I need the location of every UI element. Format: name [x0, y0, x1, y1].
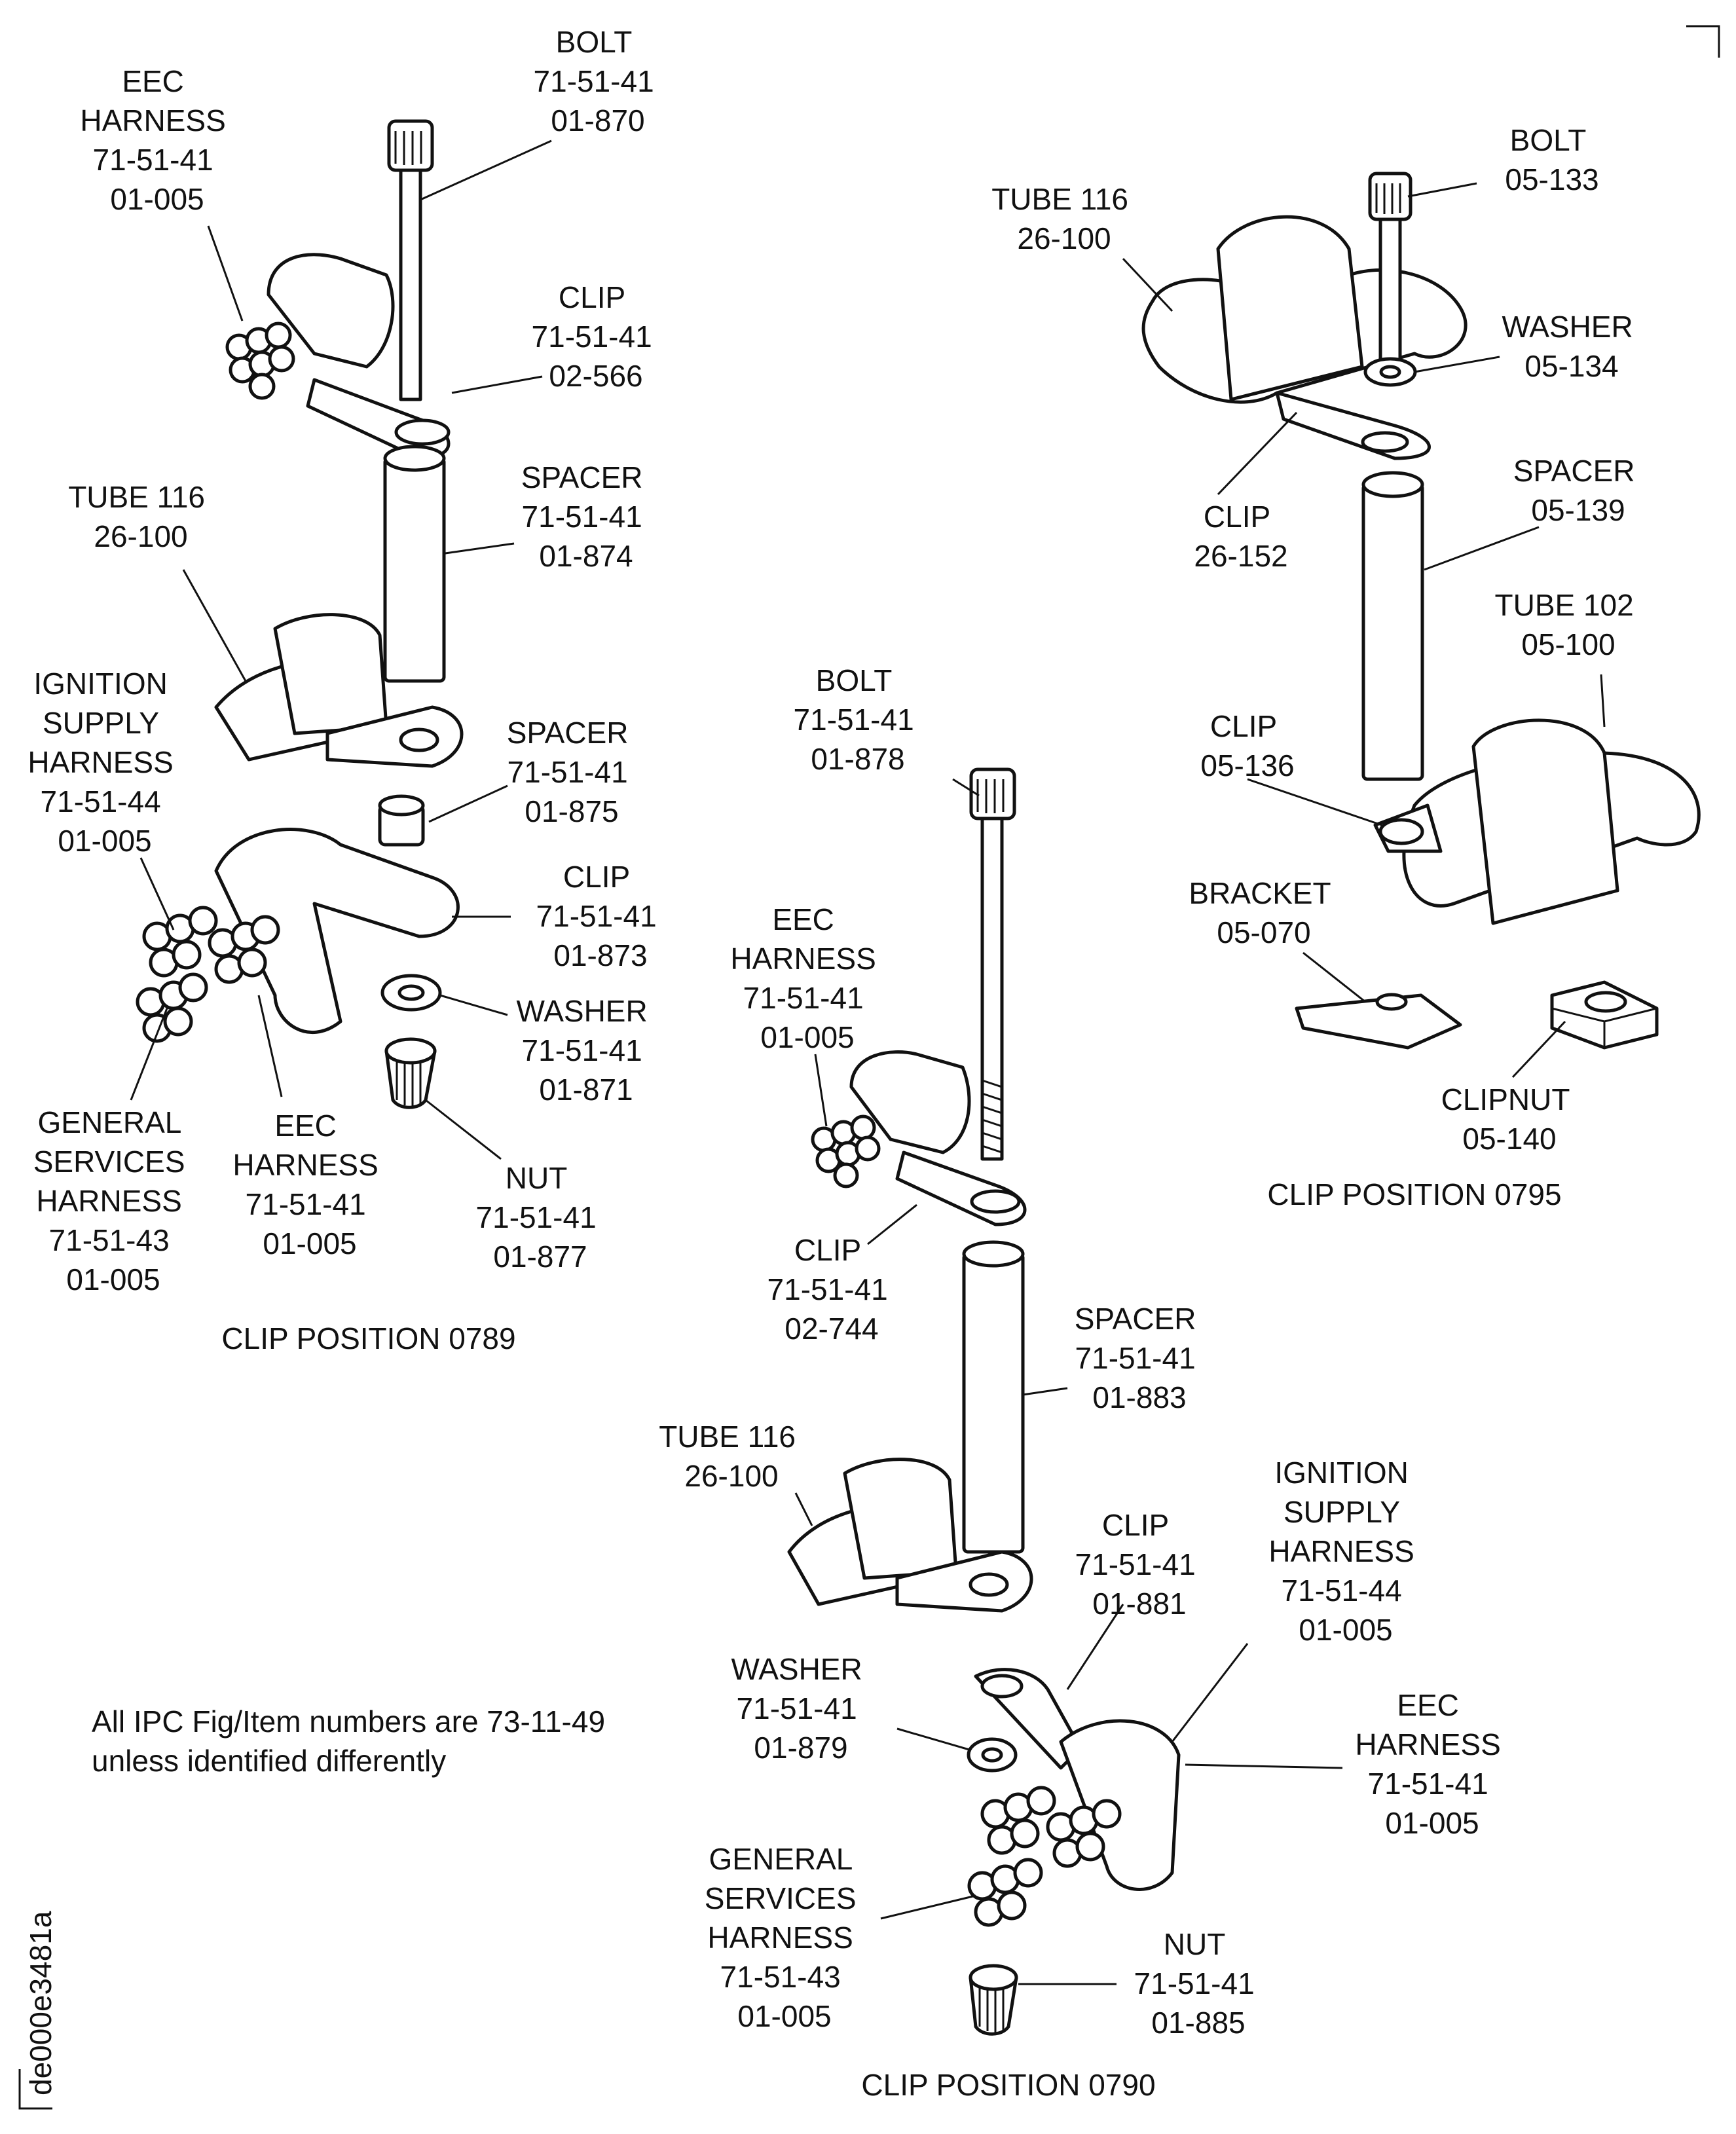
label-spacer-883: SPACER 71-51-41 01-883	[1075, 1302, 1205, 1414]
label-tube-116-0795: TUBE 116 26-100	[991, 182, 1137, 255]
washer-part	[1363, 357, 1417, 387]
caption-0789: CLIP POSITION 0789	[221, 1321, 515, 1355]
nut-part	[969, 1964, 1018, 2036]
washer-part	[967, 1737, 1018, 1773]
label-clip-152: CLIP 26-152	[1194, 500, 1287, 573]
label-clip-136: CLIP 05-136	[1200, 709, 1294, 782]
caption-0790: CLIP POSITION 0790	[861, 2068, 1155, 2102]
leaders-0795	[1122, 182, 1606, 1078]
corner-mark-bottom-left	[18, 2069, 52, 2110]
harness-bundle-clip-part	[136, 828, 460, 1043]
label-eec-harness-top: EEC HARNESS 71-51-41 01-005	[80, 64, 234, 216]
label-spacer-874: SPACER 71-51-41 01-874	[521, 460, 652, 573]
label-clip-881: CLIP 71-51-41 01-881	[1075, 1508, 1204, 1621]
label-bolt-870: BOLT 71-51-41 01-870	[534, 25, 663, 138]
label-eec-harness-bottom-0789: EEC HARNESS 71-51-41 01-005	[232, 1109, 386, 1260]
label-eec-harness-0790: EEC HARNESS 71-51-41 01-005	[730, 902, 884, 1054]
label-clipnut-140: CLIPNUT 05-140	[1441, 1082, 1578, 1156]
drawing-id: de000e3481a	[24, 1911, 58, 2095]
label-tube-116-0789: TUBE 116 26-100	[68, 480, 213, 553]
label-tube-116-0790: TUBE 116 26-100	[659, 1420, 804, 1493]
tube-clip-part	[1141, 215, 1468, 460]
assembly-0790	[787, 767, 1343, 2036]
spacer-part	[1361, 483, 1424, 781]
spacer-part	[962, 1252, 1025, 1554]
leaders-0790	[794, 778, 1343, 1985]
label-bracket-070: BRACKET 05-070	[1189, 876, 1339, 949]
label-ignition-harness-0790: IGNITION SUPPLY HARNESS 71-51-44 01-005	[1268, 1456, 1422, 1647]
bolt-part	[969, 767, 1016, 1161]
small-spacer-part	[378, 794, 425, 847]
label-bolt-878: BOLT 71-51-41 01-878	[794, 663, 923, 776]
tube-clip-part	[214, 613, 464, 768]
label-spacer-875: SPACER 71-51-41 01-875	[507, 716, 637, 828]
assembly-0795	[1122, 172, 1701, 1078]
label-washer-871: WASHER 71-51-41 01-871	[517, 994, 656, 1107]
label-ignition-harness-0789: IGNITION SUPPLY HARNESS 71-51-44 01-005	[28, 667, 181, 858]
assembly-0789	[130, 119, 552, 1160]
general-note: All IPC Fig/Item numbers are 73-11-49 un…	[92, 1704, 614, 1778]
corner-mark-top-right	[1686, 25, 1720, 58]
label-clip-873: CLIP 71-51-41 01-873	[536, 860, 665, 972]
tube-clip-part	[787, 1458, 1033, 1613]
label-general-harness-0790: GENERAL SERVICES HARNESS 71-51-43 01-005	[705, 1842, 865, 2033]
label-tube-102: TUBE 102 05-100	[1495, 588, 1642, 661]
label-spacer-139: SPACER 05-139	[1513, 454, 1644, 527]
label-nut-885: NUT 71-51-41 01-885	[1134, 1927, 1263, 2040]
caption-0795: CLIP POSITION 0795	[1267, 1177, 1561, 1211]
labels-layer: BOLT 71-51-41 01-870 EEC HARNESS 71-51-4…	[24, 25, 1644, 2102]
clipnut-part	[1550, 980, 1659, 1050]
eec-harness-clip-part	[811, 1050, 1027, 1226]
bolt-part	[387, 119, 434, 401]
leaders-0789	[130, 139, 552, 1160]
washer-part	[380, 974, 442, 1012]
spacer-part	[383, 456, 446, 683]
label-washer-134: WASHER 05-134	[1502, 310, 1642, 383]
label-nut-877: NUT 71-51-41 01-877	[476, 1161, 605, 1274]
nut-part	[384, 1037, 437, 1109]
label-washer-879: WASHER 71-51-41 01-879	[731, 1652, 871, 1765]
label-general-harness-0789: GENERAL SERVICES HARNESS 71-51-43 01-005	[33, 1105, 194, 1297]
label-clip-744: CLIP 71-51-41 02-744	[767, 1233, 896, 1346]
label-eec-harness-right-0790: EEC HARNESS 71-51-41 01-005	[1355, 1688, 1509, 1840]
label-bolt-133: BOLT 05-133	[1505, 123, 1598, 196]
label-clip-566: CLIP 71-51-41 02-566	[532, 280, 661, 393]
harness-bundle-clip-part	[967, 1668, 1181, 1927]
eec-harness-clip-part	[225, 253, 451, 460]
tube-clip-part	[1373, 718, 1701, 925]
